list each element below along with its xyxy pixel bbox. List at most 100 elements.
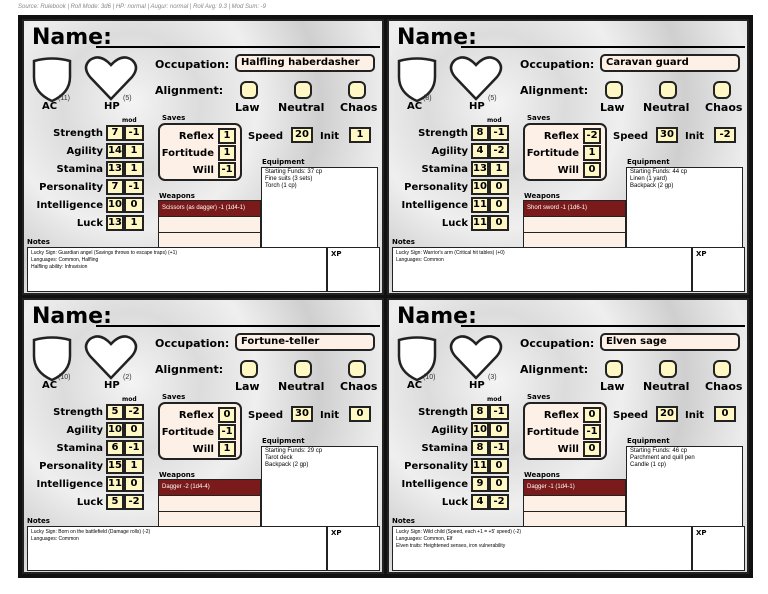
agility-mod[interactable]: 0: [489, 422, 509, 438]
reflex-value[interactable]: -2: [583, 128, 601, 144]
alignment-neutral-checkbox[interactable]: [659, 81, 677, 99]
will-value[interactable]: 0: [583, 441, 601, 457]
speed-value[interactable]: 20: [291, 127, 313, 143]
fortitude-value[interactable]: -1: [218, 424, 236, 440]
personality-mod[interactable]: 0: [489, 458, 509, 474]
intelligence-score[interactable]: 10: [106, 197, 124, 213]
init-value[interactable]: 0: [714, 406, 736, 422]
personality-mod[interactable]: 0: [489, 179, 509, 195]
strength-mod[interactable]: -2: [124, 404, 144, 420]
alignment-law-checkbox[interactable]: [605, 81, 623, 99]
will-value[interactable]: -1: [218, 162, 236, 178]
luck-score[interactable]: 13: [106, 215, 124, 231]
alignment-law-checkbox[interactable]: [605, 360, 623, 378]
equipment-field[interactable]: Starting Funds: 46 cp Parchment and quil…: [626, 446, 743, 527]
equipment-field[interactable]: Starting Funds: 44 cp Linen (1 yard) Bac…: [626, 167, 743, 248]
intelligence-mod[interactable]: 0: [124, 197, 144, 213]
reflex-value[interactable]: 0: [218, 407, 236, 423]
alignment-law-checkbox[interactable]: [240, 81, 258, 99]
occupation-field[interactable]: Fortune-teller: [235, 333, 375, 351]
weapon-row-empty[interactable]: [159, 217, 260, 233]
weapon-row[interactable]: Scissors (as dagger) -1 (1d4-1): [159, 201, 260, 217]
luck-mod[interactable]: 0: [489, 215, 509, 231]
alignment-chaos-checkbox[interactable]: [713, 81, 731, 99]
will-value[interactable]: 0: [583, 162, 601, 178]
stamina-mod[interactable]: 1: [489, 161, 509, 177]
speed-value[interactable]: 20: [656, 406, 678, 422]
weapon-row-empty[interactable]: [524, 496, 625, 512]
notes-field[interactable]: Lucky Sign: Born on the battlefield (Dam…: [27, 526, 327, 571]
personality-score[interactable]: 11: [471, 458, 489, 474]
stamina-mod[interactable]: -1: [489, 440, 509, 456]
equipment-field[interactable]: Starting Funds: 37 cp Fine suits (3 sets…: [261, 167, 378, 248]
init-value[interactable]: -2: [714, 127, 736, 143]
intelligence-mod[interactable]: 0: [489, 476, 509, 492]
luck-mod[interactable]: -2: [124, 494, 144, 510]
weapon-row-empty[interactable]: [159, 496, 260, 512]
alignment-chaos-checkbox[interactable]: [348, 81, 366, 99]
init-value[interactable]: 1: [349, 127, 371, 143]
occupation-field[interactable]: Halfling haberdasher: [235, 54, 375, 72]
agility-score[interactable]: 10: [106, 422, 124, 438]
personality-mod[interactable]: -1: [124, 179, 144, 195]
alignment-chaos-checkbox[interactable]: [713, 360, 731, 378]
strength-mod[interactable]: -1: [489, 125, 509, 141]
xp-field[interactable]: XP: [692, 526, 745, 571]
fortitude-value[interactable]: 1: [218, 145, 236, 161]
strength-score[interactable]: 7: [106, 125, 124, 141]
strength-score[interactable]: 5: [106, 404, 124, 420]
luck-score[interactable]: 4: [471, 494, 489, 510]
fortitude-value[interactable]: -1: [583, 424, 601, 440]
xp-field[interactable]: XP: [327, 247, 380, 292]
occupation-field[interactable]: Elven sage: [600, 333, 740, 351]
agility-score[interactable]: 10: [471, 422, 489, 438]
reflex-value[interactable]: 1: [218, 128, 236, 144]
xp-field[interactable]: XP: [327, 526, 380, 571]
luck-mod[interactable]: 1: [124, 215, 144, 231]
speed-value[interactable]: 30: [656, 127, 678, 143]
stamina-score[interactable]: 6: [106, 440, 124, 456]
weapon-row[interactable]: Short sword -1 (1d6-1): [524, 201, 625, 217]
occupation-field[interactable]: Caravan guard: [600, 54, 740, 72]
intelligence-score[interactable]: 9: [471, 476, 489, 492]
weapon-row[interactable]: Dagger -2 (1d4-4): [159, 480, 260, 496]
notes-field[interactable]: Lucky Sign: Wild child (Speed, each +1 =…: [392, 526, 692, 571]
personality-score[interactable]: 7: [106, 179, 124, 195]
luck-mod[interactable]: -2: [489, 494, 509, 510]
strength-mod[interactable]: -1: [489, 404, 509, 420]
strength-mod[interactable]: -1: [124, 125, 144, 141]
alignment-neutral-checkbox[interactable]: [294, 360, 312, 378]
intelligence-mod[interactable]: 0: [489, 197, 509, 213]
weapon-row-empty[interactable]: [524, 217, 625, 233]
intelligence-score[interactable]: 11: [106, 476, 124, 492]
equipment-field[interactable]: Starting Funds: 29 cp Tarot deck Backpac…: [261, 446, 378, 527]
alignment-neutral-checkbox[interactable]: [659, 360, 677, 378]
intelligence-score[interactable]: 11: [471, 197, 489, 213]
alignment-law-checkbox[interactable]: [240, 360, 258, 378]
agility-mod[interactable]: 1: [124, 143, 144, 159]
will-value[interactable]: 1: [218, 441, 236, 457]
stamina-score[interactable]: 13: [106, 161, 124, 177]
stamina-score[interactable]: 13: [471, 161, 489, 177]
strength-score[interactable]: 8: [471, 404, 489, 420]
personality-score[interactable]: 10: [471, 179, 489, 195]
weapon-row[interactable]: Dagger -1 (1d4-1): [524, 480, 625, 496]
stamina-mod[interactable]: -1: [124, 440, 144, 456]
intelligence-mod[interactable]: 0: [124, 476, 144, 492]
luck-score[interactable]: 11: [471, 215, 489, 231]
stamina-mod[interactable]: 1: [124, 161, 144, 177]
init-value[interactable]: 0: [349, 406, 371, 422]
agility-mod[interactable]: -2: [489, 143, 509, 159]
stamina-score[interactable]: 8: [471, 440, 489, 456]
speed-value[interactable]: 30: [291, 406, 313, 422]
notes-field[interactable]: Lucky Sign: Warrior's arm (Critical hit …: [392, 247, 692, 292]
alignment-chaos-checkbox[interactable]: [348, 360, 366, 378]
personality-score[interactable]: 15: [106, 458, 124, 474]
agility-score[interactable]: 14: [106, 143, 124, 159]
xp-field[interactable]: XP: [692, 247, 745, 292]
reflex-value[interactable]: 0: [583, 407, 601, 423]
strength-score[interactable]: 8: [471, 125, 489, 141]
personality-mod[interactable]: 1: [124, 458, 144, 474]
notes-field[interactable]: Lucky Sign: Guardian angel (Savings thro…: [27, 247, 327, 292]
agility-score[interactable]: 4: [471, 143, 489, 159]
